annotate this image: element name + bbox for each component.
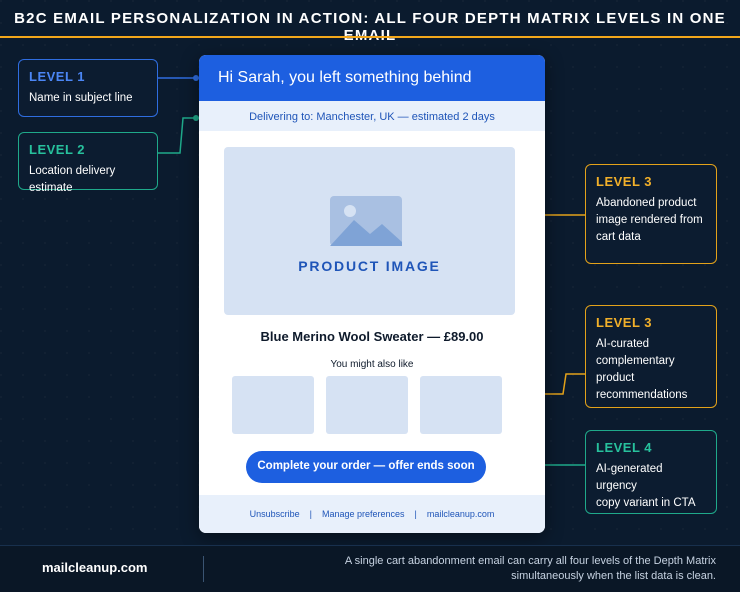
footer-separator: |	[414, 509, 417, 519]
callout-description: Name in subject line	[29, 90, 147, 107]
product-image-placeholder: PRODUCT IMAGE	[224, 147, 515, 315]
callout-desc-line: copy variant in CTA	[596, 497, 696, 509]
recommendation-tile[interactable]	[420, 376, 502, 434]
tagline-line: simultaneously when the list data is cle…	[511, 570, 716, 582]
recommendation-tile[interactable]	[232, 376, 314, 434]
callout-desc-line: Abandoned product	[596, 197, 697, 209]
callout-level-3-recommendations: LEVEL 3 AI-curated complementary product…	[585, 305, 717, 408]
title-divider	[0, 36, 740, 38]
callout-description: Abandoned product image rendered from ca…	[596, 195, 706, 246]
email-footer: Unsubscribe | Manage preferences | mailc…	[199, 495, 545, 533]
image-icon	[330, 196, 402, 246]
footer-separator: |	[309, 509, 312, 519]
callout-description: AI-curated complementary product recomme…	[596, 336, 706, 404]
callout-desc-line: recommendations	[596, 389, 688, 401]
tagline-line: A single cart abandonment email can carr…	[344, 555, 716, 567]
cta-button[interactable]: Complete your order — offer ends soon	[246, 451, 486, 483]
callout-level-4: LEVEL 4 AI-generated urgency copy varian…	[585, 430, 717, 514]
callout-level-label: LEVEL 3	[596, 174, 653, 189]
callout-desc-line: Name in subject line	[29, 92, 133, 104]
callout-level-2: LEVEL 2 Location delivery estimate	[18, 132, 158, 194]
connector-level-2	[158, 117, 199, 154]
manage-preferences-link[interactable]: Manage preferences	[321, 509, 405, 519]
callout-level-3-image: LEVEL 3 Abandoned product image rendered…	[585, 164, 717, 264]
callout-desc-line: AI-curated	[596, 338, 650, 350]
delivery-estimate: Delivering to: Manchester, UK — estimate…	[199, 101, 545, 131]
product-name-price: Blue Merino Wool Sweater — £89.00	[260, 329, 484, 344]
site-link[interactable]: mailcleanup.com	[426, 509, 495, 519]
callout-level-label: LEVEL 4	[596, 440, 653, 455]
email-subject: Hi Sarah, you left something behind	[199, 55, 545, 101]
callout-desc-line: cart data	[596, 231, 641, 243]
unsubscribe-link[interactable]: Unsubscribe	[249, 509, 300, 519]
recommendation-tile[interactable]	[326, 376, 408, 434]
callout-desc-line: AI-generated urgency	[596, 463, 663, 492]
callout-description: AI-generated urgency copy variant in CTA	[596, 461, 706, 512]
bottom-bar: mailcleanup.com A single cart abandonmen…	[0, 545, 740, 592]
bottom-divider	[203, 556, 204, 582]
callout-level-label: LEVEL 1	[29, 69, 86, 84]
callout-desc-line: image rendered from	[596, 214, 703, 226]
product-image-label: PRODUCT IMAGE	[298, 258, 441, 274]
recommendations-heading: You might also like	[330, 359, 414, 370]
callout-level-1: LEVEL 1 Name in subject line	[18, 59, 158, 117]
callout-level-label: LEVEL 2	[29, 142, 86, 157]
tagline: A single cart abandonment email can carr…	[276, 554, 716, 584]
brand-name: mailcleanup.com	[42, 560, 148, 575]
callout-description: Location delivery estimate	[29, 163, 147, 197]
email-mockup: Hi Sarah, you left something behind Deli…	[199, 55, 545, 533]
callout-desc-line: complementary product	[596, 355, 675, 384]
page-title: B2C EMAIL PERSONALIZATION IN ACTION: ALL…	[14, 10, 726, 44]
callout-desc-line: Location delivery estimate	[29, 165, 116, 194]
callout-level-label: LEVEL 3	[596, 315, 653, 330]
